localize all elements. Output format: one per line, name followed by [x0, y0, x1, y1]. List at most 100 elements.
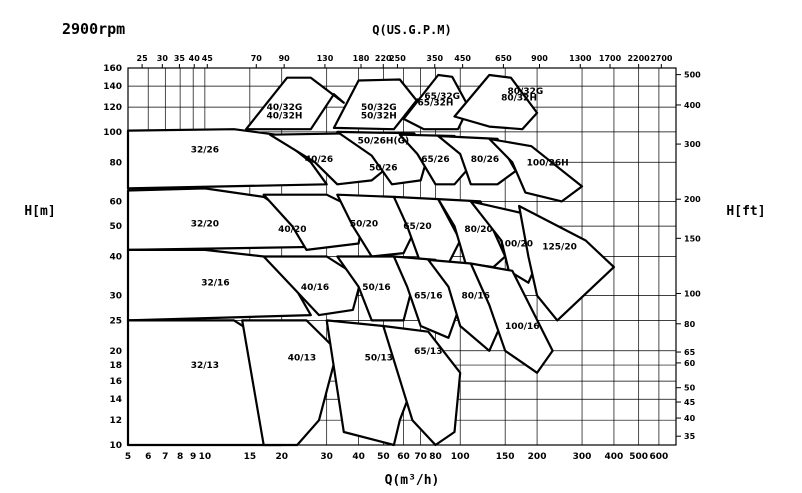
- top-tick-label: 2700: [650, 54, 673, 63]
- pump-label: 65/13: [414, 347, 442, 357]
- top-tick-label: 30: [157, 54, 169, 63]
- pump-label: 65/32G: [424, 92, 460, 102]
- top-tick-label: 250: [389, 54, 406, 63]
- pump-label: 50/20: [350, 219, 378, 229]
- x-tick-label: 150: [496, 452, 515, 462]
- top-tick-label: 45: [202, 54, 214, 63]
- y-tick-label: 40: [109, 253, 122, 263]
- pump-region: [382, 324, 462, 447]
- y-tick-label: 60: [109, 197, 122, 207]
- pump-label: 50/26H(G): [358, 136, 409, 146]
- top-tick-label: 220: [375, 54, 392, 63]
- pump-label: 65/26: [421, 155, 449, 165]
- pump-label: 100/26H: [527, 158, 569, 168]
- right-tick-label: 400: [684, 101, 701, 110]
- pump-label: 32/16: [201, 279, 229, 289]
- pump-label: 65/32H: [418, 99, 454, 109]
- left-axis-title: H[m]: [24, 204, 55, 219]
- pump-label: 50/16: [362, 283, 390, 293]
- x-tick-label: 200: [528, 452, 547, 462]
- right-tick-label: 100: [684, 289, 701, 298]
- pump-label: 100/16: [505, 322, 540, 332]
- right-tick-label: 300: [684, 140, 701, 149]
- x-tick-label: 6: [145, 452, 151, 462]
- y-tick-label: 10: [109, 441, 122, 451]
- pump-region: [437, 134, 517, 186]
- y-tick-label: 140: [103, 82, 122, 92]
- x-tick-label: 40: [352, 452, 365, 462]
- x-tick-label: 5: [125, 452, 131, 462]
- pump-label: 50/32G: [361, 103, 397, 113]
- pump-label: 40/32H: [267, 111, 303, 121]
- x-tick-label: 300: [573, 452, 592, 462]
- pump-region: [336, 130, 430, 186]
- pump-label: 40/20: [278, 225, 306, 235]
- pump-label: 80/26: [471, 155, 499, 165]
- pump-region: [469, 262, 554, 374]
- x-tick-label: 70: [414, 452, 427, 462]
- top-tick-label: 1300: [569, 54, 592, 63]
- pump-label: 40/16: [301, 283, 329, 293]
- pump-region: [453, 73, 539, 131]
- pump-region: [262, 255, 363, 317]
- x-tick-label: 400: [605, 452, 624, 462]
- top-tick-label: 90: [279, 54, 291, 63]
- right-axis-title: H[ft]: [726, 204, 765, 219]
- pump-label: 80/32H: [501, 93, 537, 103]
- top-tick-label: 650: [495, 54, 512, 63]
- top-tick-label: 70: [251, 54, 263, 63]
- pump-label: 40/26: [305, 155, 333, 165]
- right-tick-label: 35: [684, 432, 696, 441]
- pump-label: 65/20: [403, 222, 431, 232]
- y-tick-label: 16: [109, 377, 122, 387]
- x-tick-label: 80: [429, 452, 442, 462]
- y-tick-label: 12: [109, 416, 122, 426]
- x-tick-label: 500: [629, 452, 648, 462]
- x-tick-label: 7: [162, 452, 168, 462]
- right-tick-label: 80: [684, 320, 696, 329]
- right-tick-label: 500: [684, 71, 701, 80]
- x-tick-label: 10: [199, 452, 212, 462]
- speed-label: 2900rpm: [62, 20, 125, 38]
- right-tick-label: 50: [684, 384, 696, 393]
- pump-label: 65/16: [414, 292, 442, 302]
- right-tick-label: 60: [684, 359, 696, 368]
- right-tick-label: 65: [684, 348, 696, 357]
- top-tick-label: 130: [317, 54, 334, 63]
- y-tick-label: 100: [103, 128, 122, 138]
- y-tick-label: 18: [109, 361, 122, 371]
- top-tick-label: 180: [353, 54, 370, 63]
- right-tick-label: 40: [684, 414, 696, 423]
- pump-label: 50/32H: [361, 111, 397, 121]
- pump-label: 32/26: [191, 145, 219, 155]
- pump-label: 40/13: [288, 354, 316, 364]
- y-tick-label: 30: [109, 292, 122, 302]
- pump-label: 40/32G: [267, 103, 303, 113]
- y-tick-label: 14: [109, 395, 122, 405]
- top-tick-label: 900: [531, 54, 548, 63]
- x-tick-label: 60: [397, 452, 410, 462]
- top-tick-label: 25: [137, 54, 149, 63]
- top-tick-label: 1700: [599, 54, 622, 63]
- bottom-axis-title: Q(m³/h): [385, 473, 440, 488]
- y-tick-label: 160: [103, 64, 122, 74]
- y-tick-label: 25: [109, 316, 122, 326]
- pump-region: [262, 193, 366, 251]
- pump-region: [245, 76, 345, 131]
- y-tick-label: 20: [109, 347, 122, 357]
- x-tick-label: 100: [451, 452, 470, 462]
- pump-label: 80/20: [464, 225, 492, 235]
- pump-region: [126, 128, 328, 190]
- pump-label: 32/20: [191, 219, 219, 229]
- x-tick-label: 9: [190, 452, 196, 462]
- pump-label: 125/20: [542, 243, 577, 253]
- pump-label: 80/16: [462, 292, 490, 302]
- y-tick-label: 80: [109, 158, 122, 168]
- right-tick-label: 200: [684, 195, 701, 204]
- right-tick-label: 45: [684, 398, 696, 407]
- top-tick-label: 450: [454, 54, 471, 63]
- top-tick-label: 40: [189, 54, 201, 63]
- top-tick-label: 35: [174, 54, 186, 63]
